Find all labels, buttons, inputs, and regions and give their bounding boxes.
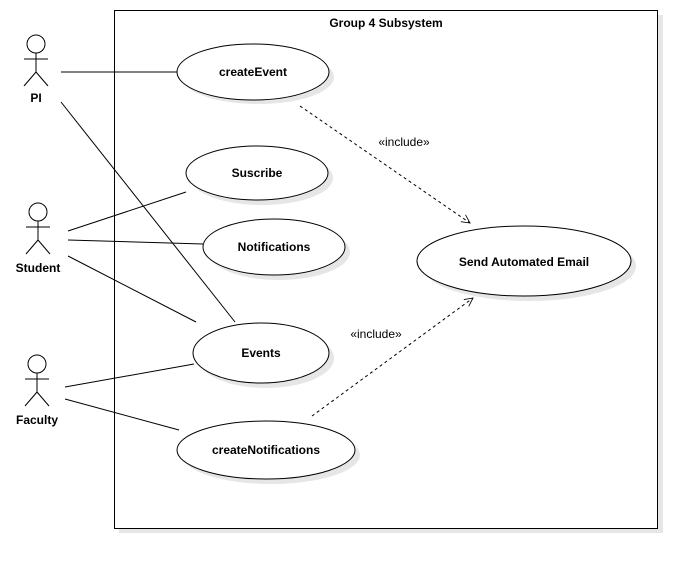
use-case-events[interactable]: Events: [192, 322, 334, 388]
association-faculty-createnotifications: [64, 398, 180, 431]
use-case-createevent[interactable]: createEvent: [176, 43, 334, 104]
use-case-notifications[interactable]: Notifications: [202, 218, 350, 280]
associations: [60, 71, 236, 431]
include-arrow-createevent: [299, 105, 470, 223]
use-case-sendemail[interactable]: Send Automated Email: [416, 225, 636, 301]
use-case-label: Send Automated Email: [459, 255, 589, 269]
association-faculty-events: [64, 363, 195, 388]
include-label-2: «include»: [350, 327, 402, 341]
actor-head-icon: [28, 202, 48, 222]
actor-faculty[interactable]: Faculty: [16, 354, 58, 427]
system-title: Group 4 Subsystem: [329, 16, 442, 30]
include-label-1: «include»: [378, 135, 430, 149]
association-student-notifications: [67, 239, 204, 245]
use-case-label: Events: [241, 346, 281, 360]
use-case-label: Notifications: [238, 240, 311, 254]
association-student-suscribe: [67, 191, 187, 232]
actor-label: Student: [16, 261, 61, 275]
use-case-label: Suscribe: [232, 166, 283, 180]
use-case-label: createNotifications: [212, 443, 320, 457]
actor-head-icon: [27, 354, 47, 374]
use-case-label: createEvent: [219, 65, 287, 79]
actor-head-icon: [26, 34, 46, 54]
use-case-suscribe[interactable]: Suscribe: [185, 145, 333, 205]
actor-label: PI: [30, 91, 41, 105]
association-pi-events: [60, 101, 236, 323]
actor-student[interactable]: Student: [16, 202, 61, 275]
include-relations: [299, 105, 473, 417]
actor-label: Faculty: [16, 413, 58, 427]
association-student-events: [67, 255, 197, 323]
use-case-createnotifications[interactable]: createNotifications: [176, 420, 360, 484]
actor-pi[interactable]: PI: [23, 34, 49, 105]
